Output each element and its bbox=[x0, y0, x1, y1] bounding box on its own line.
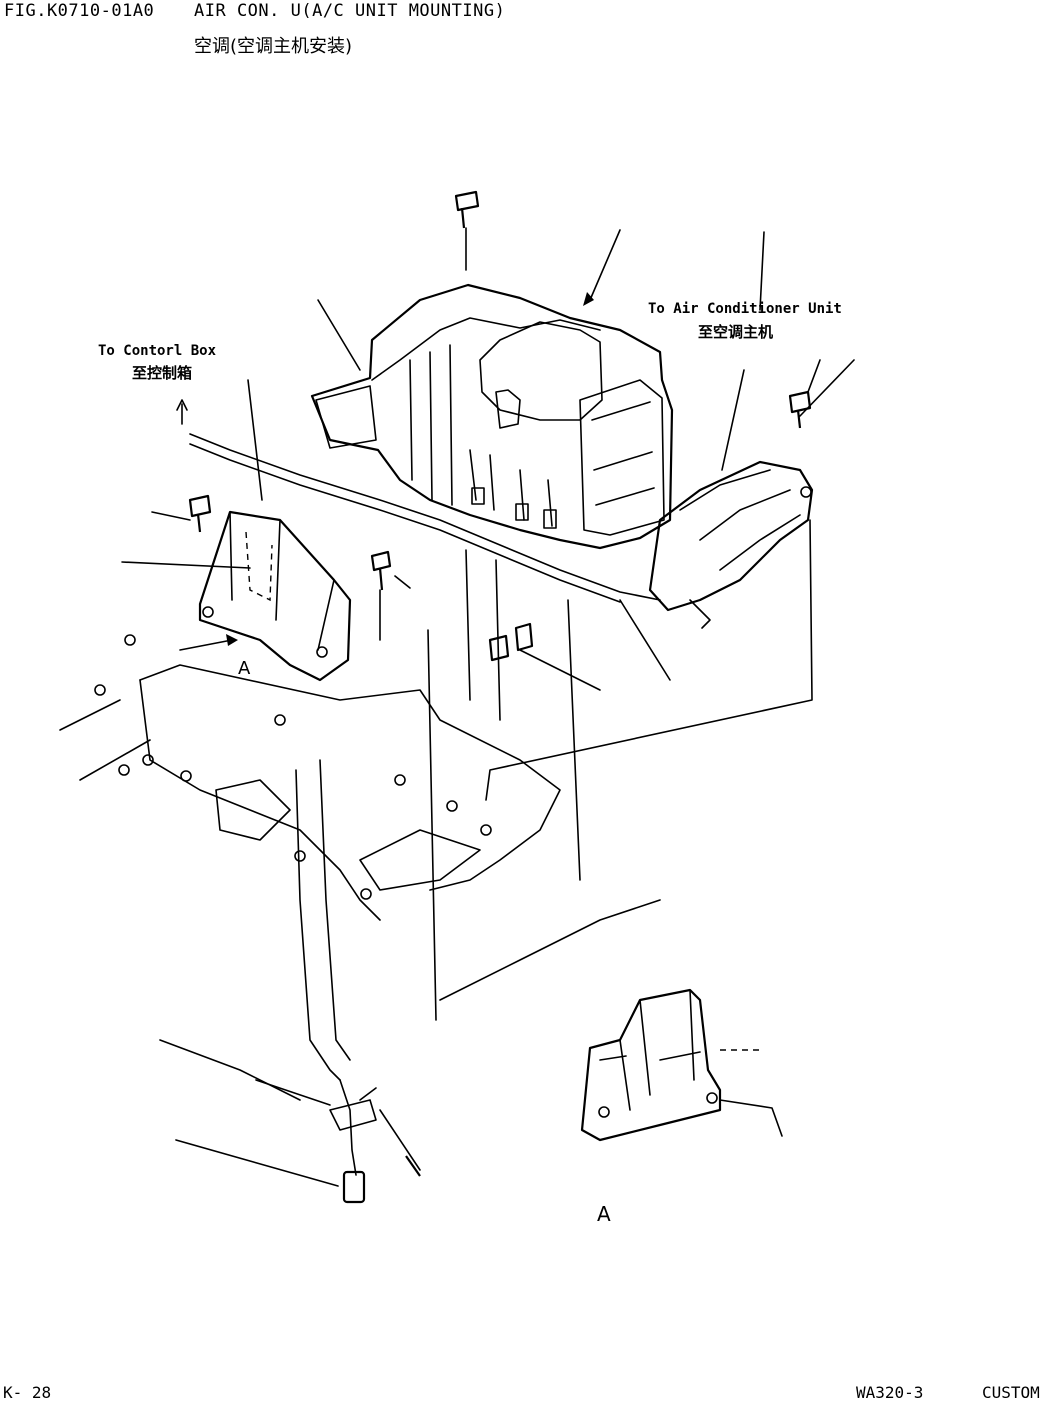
edition-label: CUSTOM bbox=[982, 1383, 1040, 1402]
control-box-label: To Contorl Box bbox=[98, 343, 217, 359]
figure-code: FIG.K0710-01A0 bbox=[4, 1, 155, 21]
leader-lines bbox=[59, 227, 855, 1021]
view-a-arrow-label: A bbox=[238, 658, 251, 679]
model-code: WA320-3 bbox=[856, 1383, 924, 1402]
air-conditioner-unit bbox=[310, 283, 674, 550]
ac-unit-label: To Air Conditioner Unit bbox=[648, 301, 842, 317]
right-duct bbox=[648, 460, 814, 629]
ac-unit-label-chinese: 至空调主机 bbox=[698, 323, 774, 341]
cab-floor-plate bbox=[94, 634, 661, 1101]
left-duct-bracket bbox=[198, 510, 352, 682]
figure-title: AIR CON. U(A/C UNIT MOUNTING) bbox=[194, 1, 506, 21]
page-number: K- 28 bbox=[3, 1383, 52, 1402]
detail-view-a-bracket bbox=[580, 988, 783, 1142]
control-box-label-chinese: 至控制箱 bbox=[132, 364, 193, 382]
figure-title-chinese: 空调(空调主机安装) bbox=[194, 36, 353, 57]
mounting-bolts bbox=[188, 190, 812, 662]
lower-hose-clamp bbox=[175, 1079, 421, 1204]
control-box-hose bbox=[176, 399, 661, 603]
view-a-caption: A bbox=[597, 1202, 611, 1226]
